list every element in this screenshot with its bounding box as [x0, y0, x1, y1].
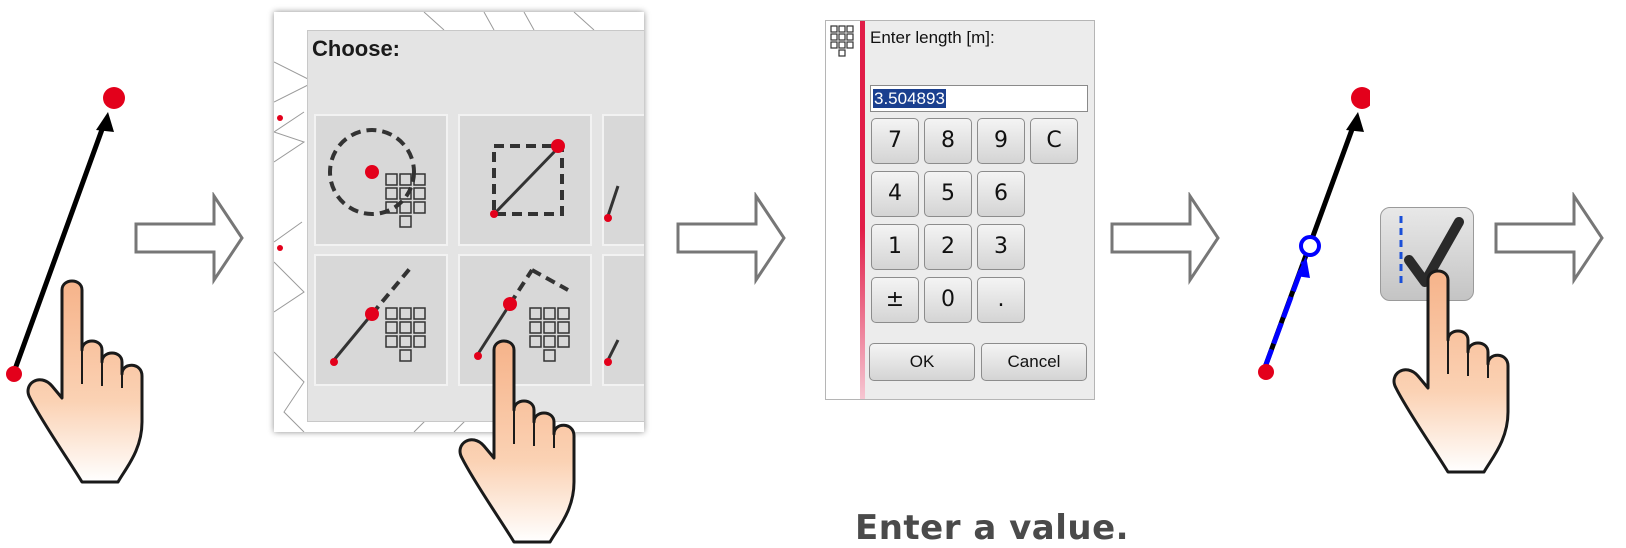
start-point [1258, 364, 1274, 380]
right-arrow-outline-icon [134, 194, 244, 282]
chooser-popup: Choose: [274, 12, 644, 432]
key-2[interactable]: 2 [924, 224, 972, 270]
length-input[interactable]: 3.504893 [870, 85, 1088, 112]
key-0[interactable]: 0 [924, 277, 972, 323]
line-arrowhead [1346, 112, 1364, 132]
circle-radius-keypad-icon [328, 128, 426, 228]
key-4[interactable]: 4 [871, 171, 919, 217]
key-9[interactable]: 9 [977, 118, 1025, 164]
cropped-option-icon [604, 185, 620, 222]
key-1[interactable]: 1 [871, 224, 919, 270]
end-point [103, 87, 125, 109]
start-point [6, 366, 22, 382]
option-cropped-bottom[interactable] [602, 254, 644, 386]
chooser-title: Choose: [312, 36, 400, 61]
key-decimal[interactable]: . [977, 277, 1025, 323]
step1-line-figure [6, 87, 125, 382]
option-square-diagonal[interactable] [458, 114, 592, 246]
measured-arrowhead [1296, 256, 1310, 278]
end-point [1351, 87, 1370, 109]
right-arrow-outline-icon [1110, 194, 1220, 282]
line-arrowhead [96, 112, 114, 132]
line-angle-keypad-icon [474, 268, 570, 362]
instruction-caption: Enter a value. [855, 508, 1130, 548]
line-extension-keypad-icon [330, 264, 426, 366]
cancel-button[interactable]: Cancel [981, 343, 1087, 381]
square-diagonal-icon [490, 139, 565, 218]
cropped-option-icon [604, 339, 620, 366]
option-circle-radius[interactable] [314, 114, 448, 246]
length-dialog: Enter length [m]: 3.504893 7 8 9 C 4 5 6… [825, 20, 1095, 400]
pointing-hand-icon [26, 279, 144, 484]
dialog-title: Enter length [m]: [870, 28, 995, 47]
option-line-angle[interactable] [458, 254, 592, 386]
measured-segment [1261, 261, 1307, 371]
key-plus-minus[interactable]: ± [871, 277, 919, 323]
length-value: 3.504893 [873, 89, 946, 108]
ok-button[interactable]: OK [869, 343, 975, 381]
checkmark-icon [1399, 216, 1464, 288]
pointing-hand-icon [1392, 269, 1510, 474]
dialog-sidebar [826, 21, 860, 399]
step4-line-figure [1258, 87, 1370, 380]
right-arrow-outline-icon [676, 194, 786, 282]
option-line-extension[interactable] [314, 254, 448, 386]
key-3[interactable]: 3 [977, 224, 1025, 270]
key-clear[interactable]: C [1030, 118, 1078, 164]
right-arrow-outline-icon [1494, 194, 1604, 282]
line-segment [11, 123, 107, 373]
keypad-grid-icon [830, 25, 854, 57]
measured-point [1299, 235, 1321, 257]
key-6[interactable]: 6 [977, 171, 1025, 217]
key-5[interactable]: 5 [924, 171, 972, 217]
pointing-hand-icon [458, 339, 576, 544]
key-7[interactable]: 7 [871, 118, 919, 164]
dialog-accent-bar [860, 21, 865, 399]
key-8[interactable]: 8 [924, 118, 972, 164]
option-cropped-top[interactable] [602, 114, 644, 246]
